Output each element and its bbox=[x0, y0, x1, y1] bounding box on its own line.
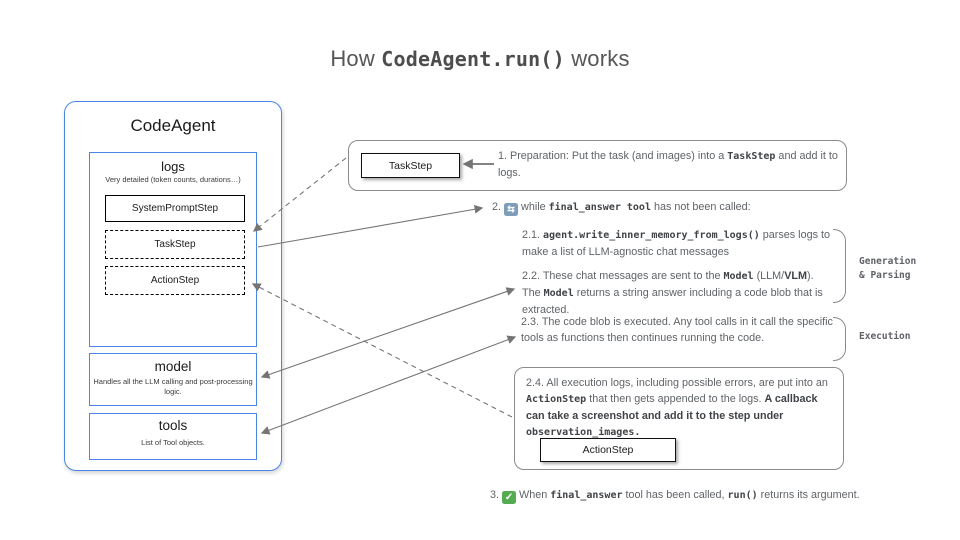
tools-title: tools bbox=[158, 418, 188, 433]
step1-text-part: 1. Preparation: Put the task (and images… bbox=[498, 150, 728, 162]
step3-text-part: When bbox=[519, 489, 551, 501]
step24-text: 2.4. All execution logs, including possi… bbox=[526, 375, 832, 441]
model-box: model Handles all the LLM calling and po… bbox=[89, 353, 257, 406]
loop-icon: ⇆ bbox=[504, 203, 519, 216]
step2-number: 2. bbox=[492, 201, 502, 213]
arrow-step24-to-actionstep-dashed bbox=[251, 283, 513, 418]
step21-text: 2.1. agent.write_inner_memory_from_logs(… bbox=[522, 227, 834, 260]
step3-text: 3.✓When final_answer tool has been calle… bbox=[490, 487, 930, 504]
generation-label-line2: & Parsing bbox=[859, 270, 911, 281]
tools-subtitle: List of Tool objects. bbox=[141, 438, 205, 447]
step1-text: 1. Preparation: Put the task (and images… bbox=[498, 148, 842, 181]
execution-bracket bbox=[833, 317, 846, 361]
codeagent-panel-title: CodeAgent bbox=[130, 116, 216, 135]
execution-label: Execution bbox=[859, 331, 911, 342]
logs-subtitle: Very detailed (token counts, durations…) bbox=[105, 175, 241, 184]
logs-box: logs Very detailed (token counts, durati… bbox=[89, 152, 257, 347]
arrow-logs-to-step2 bbox=[257, 204, 484, 248]
step3-number: 3. bbox=[490, 489, 500, 501]
step24-code-actionstep: ActionStep bbox=[526, 394, 587, 405]
step3-text-part: tool has been called, bbox=[622, 489, 728, 501]
step22-text-part: ). The bbox=[522, 270, 814, 299]
step23-text: 2.3. The code blob is executed. Any tool… bbox=[521, 316, 833, 344]
step1-taskstep-box: TaskStep bbox=[361, 153, 460, 178]
systempromptstep-box: SystemPromptStep bbox=[105, 195, 245, 222]
step3-text-part: returns its argument. bbox=[757, 489, 860, 501]
step24-container: 2.4. All execution logs, including possi… bbox=[514, 367, 844, 470]
actionstep-box: ActionStep bbox=[105, 266, 245, 295]
step24-text-part: that then gets appended to the logs. bbox=[586, 393, 765, 405]
taskstep-box: TaskStep bbox=[105, 230, 245, 259]
step21-code: agent.write_inner_memory_from_logs() bbox=[543, 230, 760, 241]
step24-actionstep-box: ActionStep bbox=[540, 438, 676, 462]
step2-text-part: while bbox=[521, 201, 549, 213]
step1-code: TaskStep bbox=[727, 151, 776, 162]
step22-code-model2: Model bbox=[543, 288, 574, 299]
arrow-tools-step23-bidirectional bbox=[260, 335, 517, 435]
model-subtitle: Handles all the LLM calling and post-pro… bbox=[93, 377, 253, 397]
title-code: CodeAgent.run() bbox=[381, 47, 565, 71]
step24-bold-callback: A callback can take a screenshot and add… bbox=[526, 393, 818, 422]
step2-text-part: has not been called: bbox=[650, 201, 751, 213]
codeagent-panel: CodeAgent logs Very detailed (token coun… bbox=[64, 101, 282, 471]
step22-bold-vlm: VLM bbox=[784, 270, 807, 282]
title-pre: How bbox=[330, 46, 382, 71]
arrow-model-step22-bidirectional bbox=[260, 287, 516, 379]
page-title: How CodeAgent.run() works bbox=[0, 46, 960, 72]
tools-box: tools List of Tool objects. bbox=[89, 413, 257, 460]
step21-text-part: parses logs to make a list of LLM-agnost… bbox=[522, 229, 830, 258]
step2-code: final_answer tool bbox=[548, 202, 651, 213]
check-icon: ✓ bbox=[502, 491, 517, 504]
title-post: works bbox=[564, 46, 630, 71]
step22-text-part: returns a string answer including a code… bbox=[522, 287, 823, 316]
model-title: model bbox=[154, 359, 192, 374]
step22-text: 2.2. These chat messages are sent to the… bbox=[522, 268, 834, 318]
step1-text-part: and add it to logs. bbox=[498, 150, 838, 179]
step24-text-part: 2.4. All execution logs, including possi… bbox=[526, 377, 828, 389]
step24-code-observation: observation_images. bbox=[526, 427, 641, 438]
logs-title: logs bbox=[161, 159, 185, 174]
step2-text: 2.⇆while final_answer tool has not been … bbox=[492, 199, 912, 216]
step22-text-part: (LLM/ bbox=[753, 270, 785, 282]
generation-parsing-bracket bbox=[833, 229, 846, 303]
step22-text-part: 2.2. These chat messages are sent to the bbox=[522, 270, 724, 282]
step3-code-finalanswer: final_answer bbox=[550, 490, 623, 501]
step21-number: 2.1. bbox=[522, 229, 544, 241]
step22-code-model: Model bbox=[723, 271, 754, 282]
generation-parsing-label: Generation & Parsing bbox=[859, 255, 916, 283]
step3-code-run: run() bbox=[727, 490, 758, 501]
step1-container: TaskStep 1. Preparation: Put the task (a… bbox=[348, 140, 847, 191]
generation-label-line1: Generation bbox=[859, 256, 917, 267]
step21-22-group: 2.1. agent.write_inner_memory_from_logs(… bbox=[522, 227, 834, 318]
